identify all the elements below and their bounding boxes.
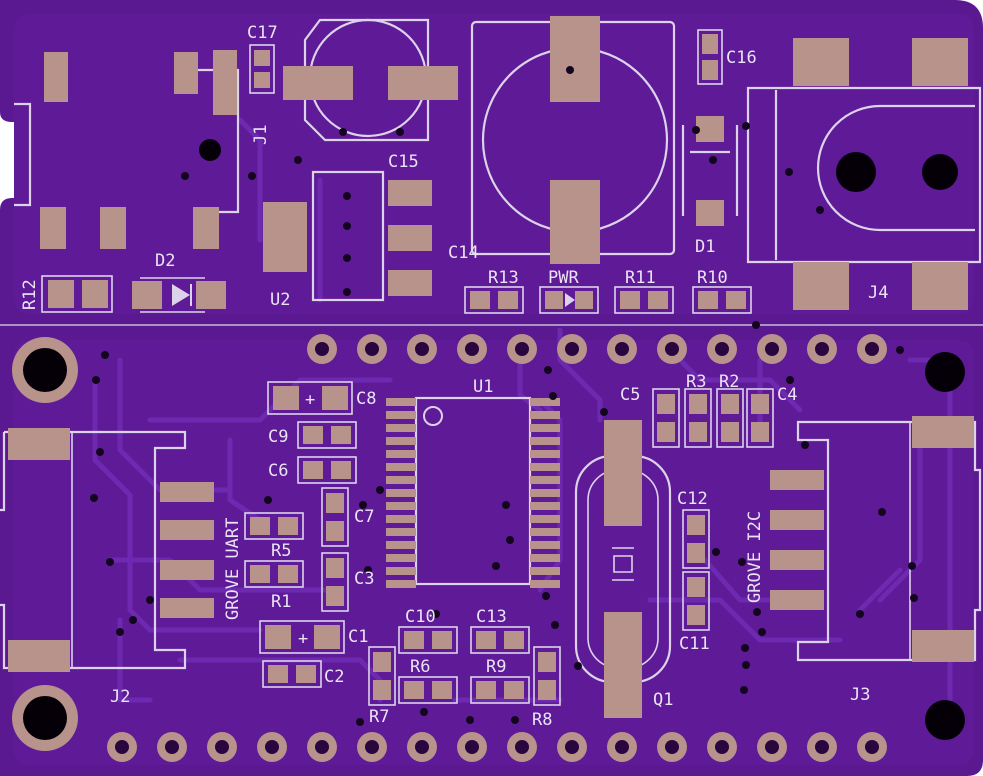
label-r10: R10 [697,268,728,288]
j1-connector [14,50,240,249]
c2-capacitor [262,660,322,688]
c3-capacitor [321,552,349,612]
label-pwr: PWR [548,268,579,288]
label-d2: D2 [155,251,175,271]
c6-capacitor [297,456,357,484]
label-c16: C16 [726,48,757,68]
c4-capacitor [746,388,774,448]
header-top-row [307,334,887,364]
c1-capacitor [259,620,345,654]
q1-crystal [574,420,672,718]
u2-regulator [263,170,432,302]
label-r2: R2 [719,372,739,392]
label-d1: D1 [695,237,715,257]
r9-resistor [470,676,530,704]
label-c8: C8 [356,389,376,409]
c5-capacitor [652,388,680,448]
label-r9: R9 [486,657,506,677]
label-r13: R13 [488,268,519,288]
r13-resistor [464,286,524,314]
label-c17: C17 [247,23,278,43]
j2-grove-uart [0,428,214,672]
c11-capacitor [682,571,710,631]
label-r11: R11 [625,268,656,288]
label-c14: C14 [448,243,479,263]
label-c13: C13 [476,607,507,627]
c7-capacitor [321,487,349,547]
mounting-holes [12,139,965,751]
r7-resistor [368,646,396,706]
c14-capacitor [470,16,676,264]
r12-resistor [41,275,113,313]
r11-resistor [614,286,674,314]
label-r8: R8 [532,710,552,730]
label-c3: C3 [354,569,374,589]
label-j2: J2 [110,687,130,707]
label-u1: U1 [473,377,493,397]
label-c9: C9 [268,427,288,447]
label-c12: C12 [677,489,708,509]
label-c5: C5 [620,385,640,405]
pwr-led [539,286,599,314]
label-r12: R12 [20,279,40,310]
silkscreen-labels: C17 J1 C15 C16 D1 J4 C14 U2 R12 D2 R13 P… [20,23,888,730]
label-c2: C2 [324,667,344,687]
r10-resistor [692,286,752,314]
label-c10: C10 [405,607,436,627]
d1-diode [681,116,739,226]
label-plus-c1: + [298,629,308,649]
label-j3: J3 [850,685,870,705]
r5-resistor [244,512,304,540]
r8-resistor [533,646,561,706]
label-j1: J1 [251,125,271,145]
j4-barrel-jack [746,38,982,310]
label-j4: J4 [868,283,888,303]
label-r1: R1 [271,592,291,612]
r6-resistor [398,676,458,704]
c12-capacitor [682,509,710,569]
label-c15: C15 [388,152,419,172]
d2-diode [132,277,226,313]
label-q1: Q1 [653,690,673,710]
j3-grove-i2c [770,416,982,662]
label-r3: R3 [686,372,706,392]
c17-capacitor [249,44,275,94]
label-c11: C11 [679,634,710,654]
label-c1: C1 [348,627,368,647]
label-r6: R6 [410,657,430,677]
label-r5: R5 [271,541,291,561]
label-c7: C7 [354,507,374,527]
c16-capacitor [697,29,723,85]
c13-capacitor [470,626,530,654]
vias [90,66,918,726]
c8-capacitor [267,381,353,415]
c9-capacitor [297,421,357,449]
r2-resistor [716,388,744,448]
label-r7: R7 [369,707,389,727]
r1-resistor [244,560,304,588]
label-c4: C4 [777,385,797,405]
label-c6: C6 [268,461,288,481]
c10-capacitor [398,626,458,654]
label-grove-uart: GROVE UART [223,518,243,620]
u1-ic [386,396,560,588]
label-u2: U2 [270,290,290,310]
label-grove-i2c: GROVE I2C [745,511,765,603]
r3-resistor [684,388,712,448]
label-plus-c8: + [305,390,315,410]
header-bottom-row [107,732,887,762]
c15-capacitor [283,18,458,142]
